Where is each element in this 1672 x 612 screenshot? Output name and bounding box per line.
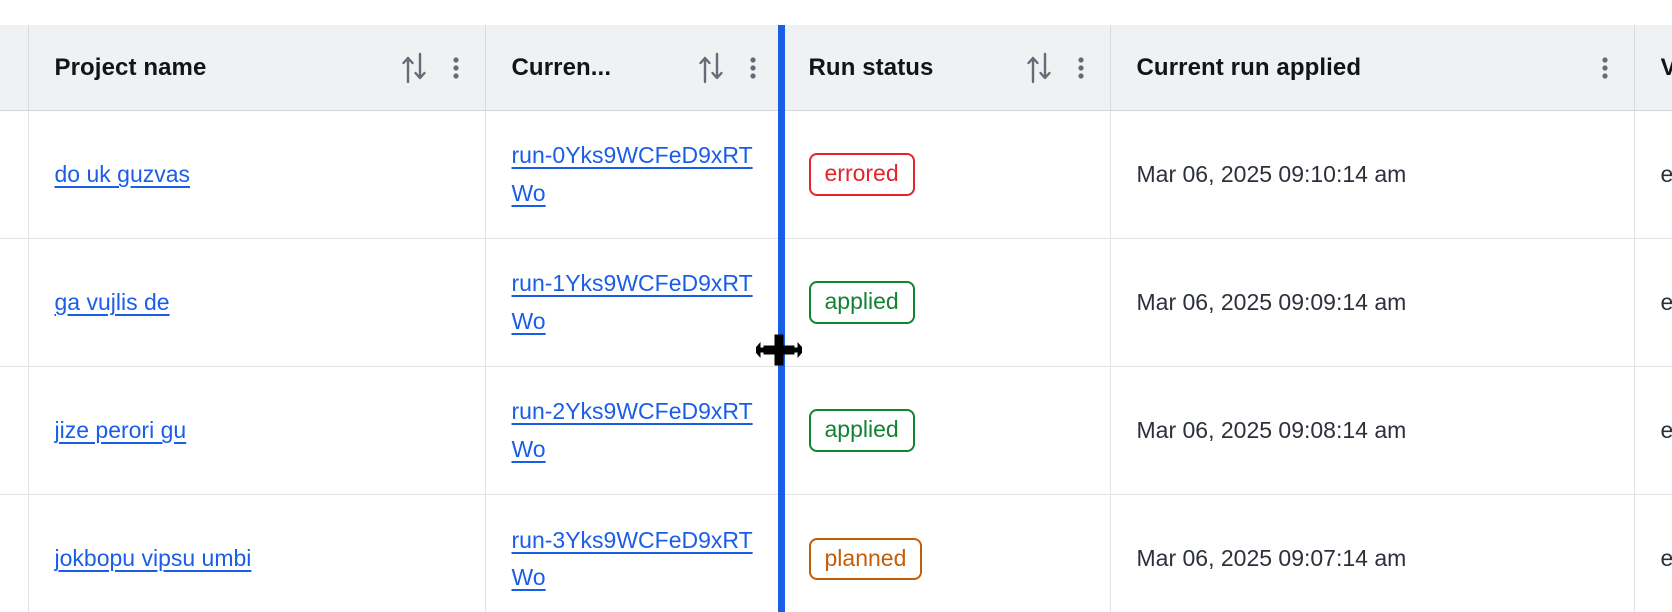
column-header-label: Run status xyxy=(808,53,934,81)
timestamp-text: Mar 06, 2025 09:10:14 am xyxy=(1136,161,1407,187)
kebab-menu-icon[interactable] xyxy=(1592,53,1618,83)
column-header-current-run[interactable]: Curren... xyxy=(485,25,783,111)
table-row[interactable]: do uk guzvas run-0Yks9WCFeD9xRTWo errore… xyxy=(0,110,1672,239)
project-name-link[interactable]: ga vujlis de xyxy=(54,288,170,315)
cell-current-run-applied: Mar 06, 2025 09:10:14 am xyxy=(1110,110,1635,239)
header-gutter xyxy=(0,25,29,111)
column-header-label: Current run applied xyxy=(1136,53,1362,81)
cell-overflow: e xyxy=(1634,366,1672,495)
table-header-row: Project name xyxy=(0,25,1672,111)
table-row[interactable]: ga vujlis de run-1Yks9WCFeD9xRTWo applie… xyxy=(0,238,1672,367)
kebab-menu-icon[interactable] xyxy=(443,53,469,83)
current-run-link[interactable]: run-1Yks9WCFeD9xRTWo xyxy=(511,270,753,334)
cell-current-run: run-1Yks9WCFeD9xRTWo xyxy=(485,238,783,367)
sort-icon[interactable] xyxy=(696,51,726,85)
table-viewport[interactable]: Project name xyxy=(0,25,1672,612)
status-badge: planned xyxy=(808,537,923,580)
column-header-project-name[interactable]: Project name xyxy=(28,25,486,111)
overflow-text: e xyxy=(1660,161,1672,187)
row-gutter xyxy=(0,110,29,239)
cell-run-status: errored xyxy=(782,110,1111,239)
sort-icon[interactable] xyxy=(1024,51,1054,85)
table-body: do uk guzvas run-0Yks9WCFeD9xRTWo errore… xyxy=(0,110,1672,612)
cell-overflow: e xyxy=(1634,110,1672,239)
cell-run-status: planned xyxy=(782,494,1111,612)
kebab-menu-icon[interactable] xyxy=(740,53,766,83)
cell-overflow: e xyxy=(1634,494,1672,612)
cell-current-run: run-0Yks9WCFeD9xRTWo xyxy=(485,110,783,239)
sort-icon[interactable] xyxy=(399,51,429,85)
status-badge: applied xyxy=(808,281,915,324)
table-row[interactable]: jokbopu vipsu umbi run-3Yks9WCFeD9xRTWo … xyxy=(0,494,1672,612)
timestamp-text: Mar 06, 2025 09:09:14 am xyxy=(1136,289,1407,315)
cell-project-name: jokbopu vipsu umbi xyxy=(28,494,486,612)
column-header-current-run-applied[interactable]: Current run applied xyxy=(1110,25,1635,111)
cell-overflow: e xyxy=(1634,238,1672,367)
cell-current-run: run-3Yks9WCFeD9xRTWo xyxy=(485,494,783,612)
column-header-label: Project name xyxy=(54,53,207,81)
project-name-link[interactable]: do uk guzvas xyxy=(54,160,191,187)
cell-project-name: do uk guzvas xyxy=(28,110,486,239)
cell-project-name: jize perori gu xyxy=(28,366,486,495)
overflow-text: e xyxy=(1660,289,1672,315)
cell-run-status: applied xyxy=(782,238,1111,367)
overflow-text: e xyxy=(1660,545,1672,572)
row-gutter xyxy=(0,494,29,612)
column-header-label: Curren... xyxy=(511,53,612,81)
status-badge: errored xyxy=(808,153,915,196)
cell-current-run: run-2Yks9WCFeD9xRTWo xyxy=(485,366,783,495)
cell-run-status: applied xyxy=(782,366,1111,495)
current-run-link[interactable]: run-0Yks9WCFeD9xRTWo xyxy=(511,142,753,206)
project-name-link[interactable]: jokbopu vipsu umbi xyxy=(54,545,252,572)
timestamp-text: Mar 06, 2025 09:08:14 am xyxy=(1136,417,1407,443)
projects-table: Project name xyxy=(0,25,1672,612)
cell-current-run-applied: Mar 06, 2025 09:08:14 am xyxy=(1110,366,1635,495)
overflow-text: e xyxy=(1660,417,1672,443)
column-header-run-status[interactable]: Run status xyxy=(782,25,1111,111)
row-gutter xyxy=(0,366,29,495)
table-header: Project name xyxy=(0,25,1672,111)
timestamp-text: Mar 06, 2025 09:07:14 am xyxy=(1136,545,1407,572)
project-name-link[interactable]: jize perori gu xyxy=(54,416,187,443)
cell-project-name: ga vujlis de xyxy=(28,238,486,367)
table-row[interactable]: jize perori gu run-2Yks9WCFeD9xRTWo appl… xyxy=(0,366,1672,495)
current-run-link[interactable]: run-3Yks9WCFeD9xRTWo xyxy=(511,526,753,590)
current-run-link[interactable]: run-2Yks9WCFeD9xRTWo xyxy=(511,398,753,462)
status-badge: applied xyxy=(808,409,915,452)
column-header-overflow[interactable]: V xyxy=(1634,25,1672,111)
column-header-label: V xyxy=(1661,54,1672,82)
cell-current-run-applied: Mar 06, 2025 09:09:14 am xyxy=(1110,238,1635,367)
kebab-menu-icon[interactable] xyxy=(1068,53,1094,83)
cell-current-run-applied: Mar 06, 2025 09:07:14 am xyxy=(1110,494,1635,612)
row-gutter xyxy=(0,238,29,367)
